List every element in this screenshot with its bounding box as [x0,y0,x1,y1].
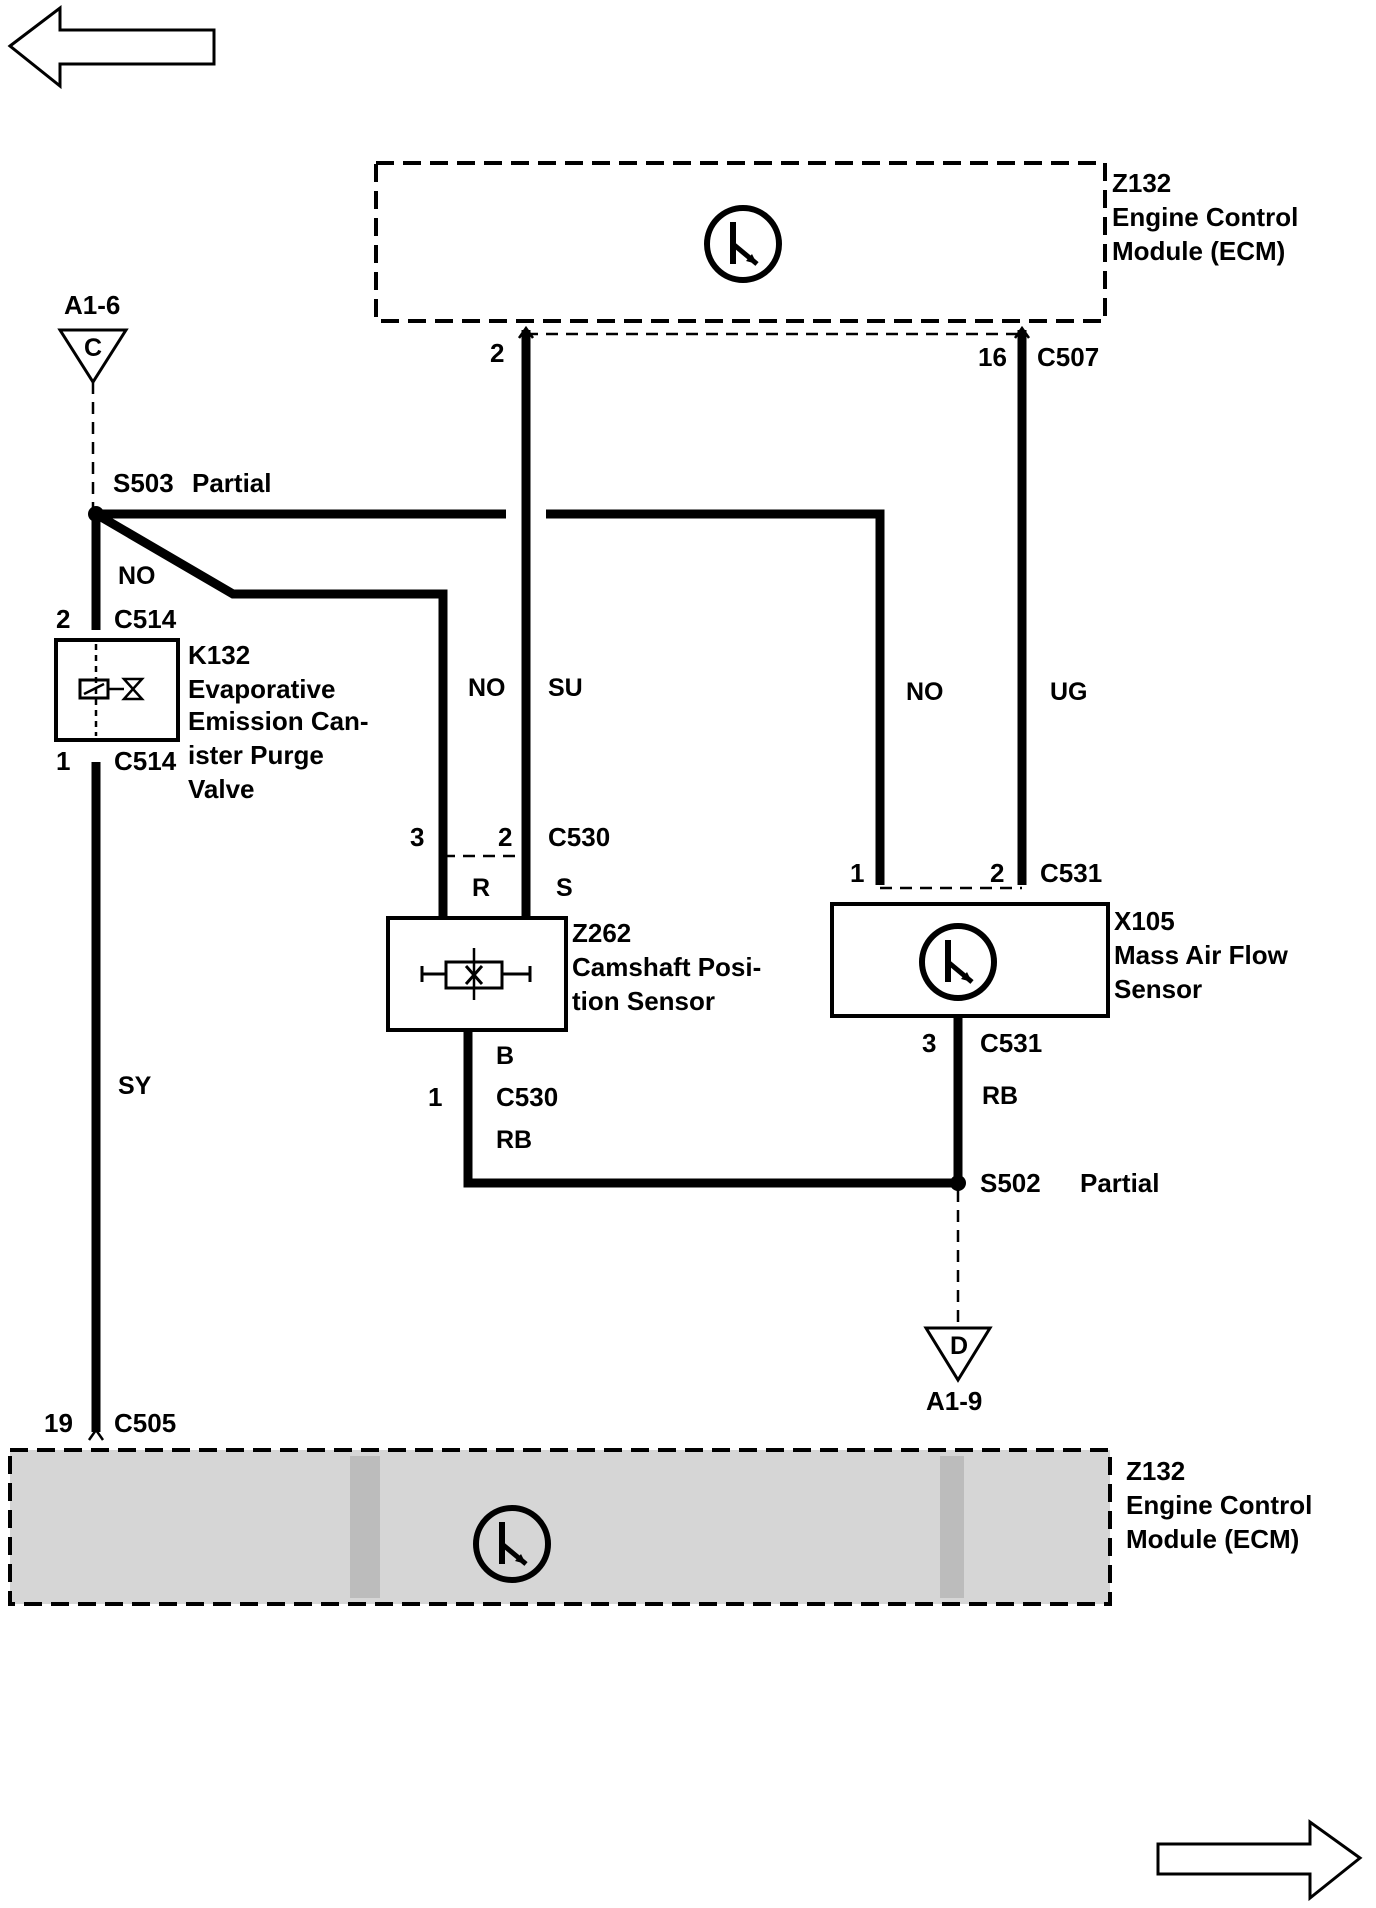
wire-no-maf-b [546,509,885,885]
ecm-bottom-id: Z132 [1126,1456,1185,1486]
cam-sensor-title-2: tion Sensor [572,986,715,1016]
wire-color-no-maf: NO [906,678,944,706]
purge-valve-title-1: Evaporative [188,674,335,704]
maf-sensor-box [830,902,1110,1018]
splice-s502-name: S502 [980,1168,1041,1198]
cam-sensor-conn: C530 [548,822,610,852]
wire-color-sy: SY [118,1072,152,1100]
maf-sensor-id: X105 [1114,906,1175,936]
purge-valve-conn-top: C514 [114,604,177,634]
ref-triangle-icon [57,328,129,385]
purge-valve-conn-bottom: C514 [114,746,177,776]
ecm-bottom-title-2: Module (ECM) [1126,1524,1299,1554]
cam-sensor-pin-2: 2 [498,822,512,852]
cam-sensor-lead-b: B [496,1042,514,1070]
pin-terminal-16 [1013,325,1031,339]
scan-shade-band [940,1456,964,1598]
cam-sensor-conn-bottom: C530 [496,1082,558,1112]
splice-s503-dot [88,506,104,522]
ecm-bottom: Z132 Engine Control Module (ECM) [8,1448,1312,1606]
ref-triangle-letter-c: C [84,334,102,362]
wire-color-rb-cam: RB [496,1126,532,1154]
splice-s503-note: Partial [192,468,272,498]
next-page-button[interactable] [1156,1819,1363,1902]
purge-valve-title-4: Valve [188,774,255,804]
purge-valve-title-2: Emission Can- [188,706,369,736]
prev-page-button[interactable] [7,4,216,90]
wire-color-rb-maf: RB [982,1082,1018,1110]
purge-valve-k132: NO 2 C514 1 C514 K132 Evaporative Emissi… [54,562,369,804]
connector-ref-a1-9: D A1-9 [923,1190,993,1416]
left-arrow-icon[interactable] [7,4,216,90]
right-arrow-icon[interactable] [1156,1819,1363,1902]
splice-s503-name: S503 [113,468,174,498]
connector-ref-a1-6: A1-6 C [57,290,129,508]
wire-color-no-valve: NO [118,562,156,590]
purge-valve-pin-1: 1 [56,746,70,776]
maf-sensor-conn: C531 [1040,858,1102,888]
cam-sensor-id: Z262 [572,918,631,948]
splice-s502-dot [950,1175,966,1191]
ref-triangle-icon [923,1326,993,1383]
wire-color-no-cam: NO [468,674,506,702]
connector-ref-a1-9-label: A1-9 [926,1386,982,1416]
maf-sensor-pin-3: 3 [922,1028,936,1058]
maf-sensor-title-2: Sensor [1114,974,1202,1004]
cam-sensor-lead-s: S [556,874,573,902]
ecm-top-id: Z132 [1112,168,1171,198]
maf-sensor-x105: 1 2 C531 X105 Mass Air Flow Sensor 3 C53… [830,858,1289,1110]
maf-sensor-conn-bottom: C531 [980,1028,1042,1058]
pin-terminal-2 [517,325,535,339]
ecm-pin-19: 19 [44,1408,73,1438]
solenoid-valve-icon [78,644,145,736]
ecm-top-title-2: Module (ECM) [1112,236,1285,266]
wires [91,330,1027,1432]
ecm-pin-16: 16 [978,342,1007,372]
maf-sensor-title-1: Mass Air Flow [1114,940,1289,970]
connector-c505-label: C505 [114,1408,176,1438]
ecm-bottom-title-1: Engine Control [1126,1490,1312,1520]
pin-terminal-19 [87,1427,105,1441]
cam-sensor-pin-1: 1 [428,1082,442,1112]
transistor-icon [704,205,782,283]
ecm-top-box [374,161,1107,323]
transistor-icon [473,1505,551,1583]
splice-s502-note: Partial [1080,1168,1160,1198]
wire-color-su: SU [548,674,583,702]
ecm-top-title-1: Engine Control [1112,202,1298,232]
cam-sensor-z262: 3 2 C530 R S Z262 Camshaft Posi- tion Se… [386,822,761,1154]
ref-triangle-letter-d: D [950,1332,968,1360]
wire-color-ug: UG [1050,678,1088,706]
hall-sensor-icon [420,948,532,1000]
cam-sensor-pin-3: 3 [410,822,424,852]
maf-sensor-pin-1: 1 [850,858,864,888]
wire-rb-cam [463,1032,958,1188]
wire-no-cam [93,510,448,918]
connector-ref-a1-6-label: A1-6 [64,290,120,320]
cam-sensor-title-1: Camshaft Posi- [572,952,761,982]
purge-valve-id: K132 [188,640,250,670]
connector-c507-label: C507 [1037,342,1099,372]
cam-sensor-lead-r: R [472,874,490,902]
maf-sensor-pin-2: 2 [990,858,1004,888]
ecm-top: Z132 Engine Control Module (ECM) [374,161,1298,323]
purge-valve-pin-2: 2 [56,604,70,634]
transistor-icon [919,923,997,1001]
ecm-pin-2: 2 [490,338,504,368]
purge-valve-title-3: ister Purge [188,740,324,770]
scan-shade-band [350,1456,380,1598]
ecm-bottom-box [8,1448,1112,1606]
